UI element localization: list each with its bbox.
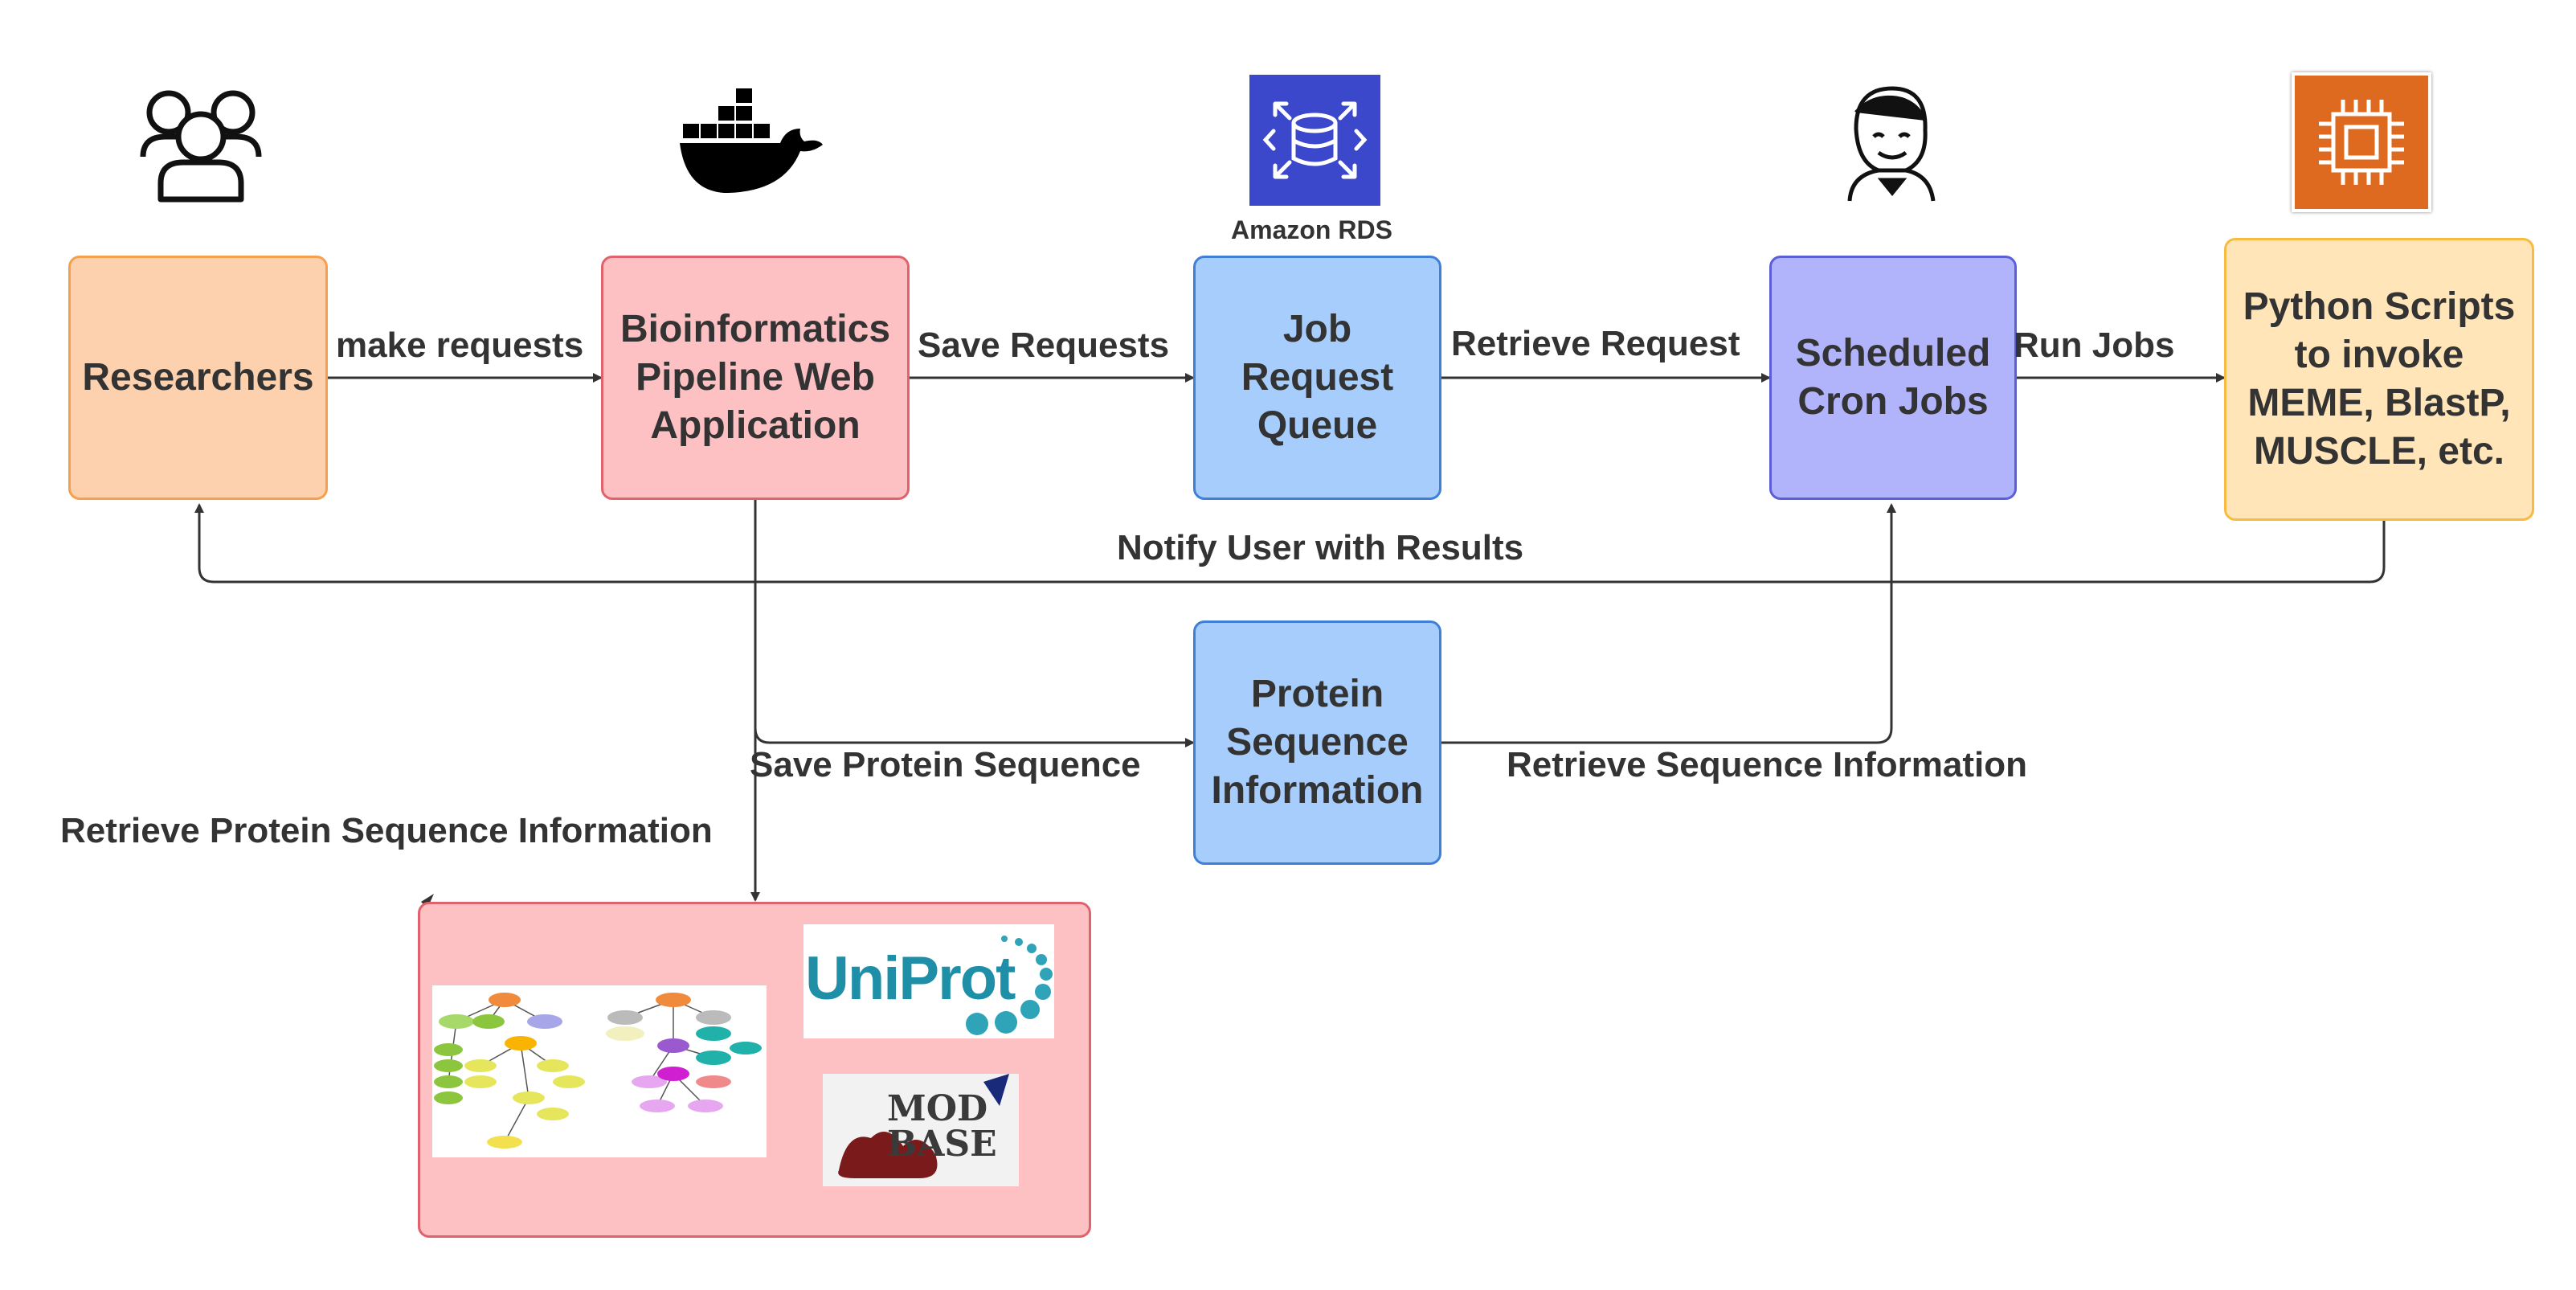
rds-caption: Amazon RDS — [1231, 215, 1392, 244]
researchers-node: Researchers — [68, 256, 328, 500]
label-retrieve-protein: Retrieve Protein Sequence Information — [60, 811, 713, 850]
compute-icon — [2292, 72, 2431, 212]
ontology-graph-image — [432, 985, 767, 1157]
edge-notify — [194, 503, 2386, 584]
label-run-jobs: Run Jobs — [2014, 326, 2175, 365]
database-icon — [1262, 101, 1368, 179]
cpu-chip-icon — [2319, 100, 2404, 185]
webapp-node: Bioinformatics Pipeline Web Application — [601, 256, 910, 500]
protein-node: Protein Sequence Information — [1193, 620, 1441, 865]
docker-icon — [680, 88, 823, 193]
scripts-node: Python Scripts to invoke MEME, BlastP, M… — [2224, 238, 2534, 521]
label-retrieve-sequence: Retrieve Sequence Information — [1507, 745, 2027, 784]
jenkins-icon — [1847, 86, 1936, 202]
uniprot-logo: UniProt — [803, 924, 1054, 1038]
queue-node: Job Request Queue — [1193, 256, 1441, 500]
modbase-wordmark: MODBASE — [887, 1088, 997, 1165]
rds-icon — [1249, 75, 1380, 206]
label-make-requests: make requests — [336, 326, 584, 365]
label-notify: Notify User with Results — [1117, 528, 1524, 567]
users-icon — [140, 90, 262, 203]
label-save-protein: Save Protein Sequence — [750, 745, 1141, 784]
edge-retrieve-sequence — [1441, 503, 1896, 744]
cron-node: Scheduled Cron Jobs — [1769, 256, 2017, 500]
modbase-logo: MODBASE — [823, 1074, 1019, 1186]
label-retrieve-request: Retrieve Request — [1451, 324, 1740, 363]
label-save-requests: Save Requests — [918, 326, 1170, 365]
uniprot-wordmark: UniProt — [805, 944, 1016, 1013]
